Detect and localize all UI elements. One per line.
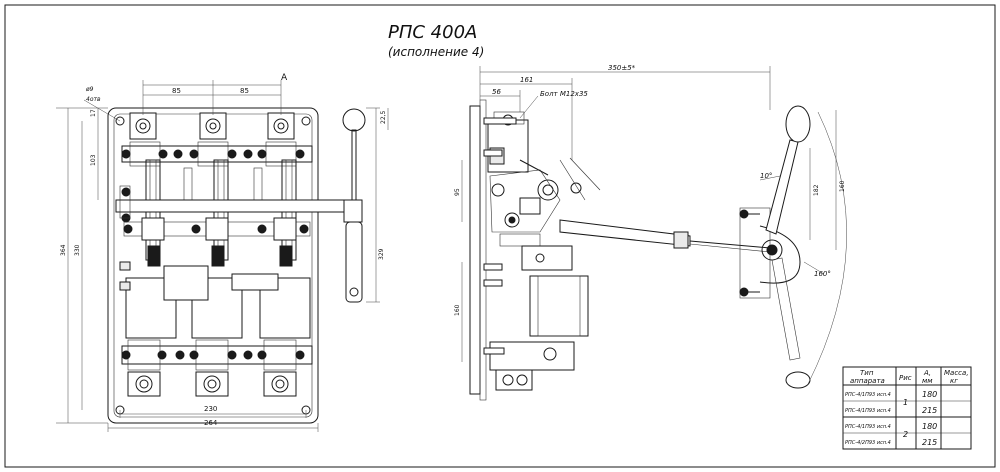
- dim-22-5: 22,5: [380, 110, 387, 124]
- dim-350: 350±5*: [608, 64, 636, 72]
- side-view: 350±5* 161 56 Болт М12х35 95 160 10° 182…: [454, 64, 847, 401]
- table-header-type-1: Тип: [860, 369, 874, 377]
- dim-17: 17: [90, 109, 97, 117]
- table-header-mass-1: Масса,: [944, 369, 969, 377]
- drawing-subtitle: (исполнение 4): [388, 45, 484, 59]
- lower-contact-block: [521, 245, 573, 271]
- dim-160-right: 160: [839, 180, 846, 192]
- dim-264: 264: [204, 419, 218, 427]
- top-terminals: [129, 112, 295, 140]
- table-row-type: РПС-4/1П93 исп.4: [845, 424, 891, 430]
- front-dimensions: [56, 80, 389, 432]
- dim-85-right: 85: [240, 87, 249, 95]
- middle-contacts: [119, 217, 311, 271]
- table-header-fig: Рис: [899, 374, 912, 382]
- mount-hole: [115, 116, 125, 126]
- table-row-a: 215: [922, 438, 937, 447]
- side-mechanism: [489, 157, 601, 247]
- table-fig-group-1: 1: [903, 398, 908, 407]
- side-fuse: [529, 275, 589, 337]
- table-row-type: РПС-4/2П93 исп.4: [845, 440, 891, 446]
- table-header-type-2: аппарата: [850, 377, 885, 385]
- table-row-type: РПС-4/1П93 исп.4: [845, 392, 891, 398]
- dim-330: 330: [74, 244, 81, 256]
- dim-A-label: А: [281, 73, 288, 83]
- table-header-a-1: А,: [923, 369, 931, 377]
- dim-160deg: 160°: [814, 270, 831, 278]
- table-header-a-2: мм: [922, 377, 933, 385]
- table-row-type: РПС-4/1П93 исп.4: [845, 408, 891, 414]
- dim-d9: ø9: [85, 86, 94, 93]
- drive-shaft: [115, 185, 362, 223]
- bolt-label: Болт М12х35: [540, 90, 588, 98]
- side-dimensions: [461, 66, 837, 362]
- bottom-terminals: [127, 371, 297, 397]
- dim-182: 182: [813, 184, 820, 196]
- mount-hole: [301, 116, 311, 126]
- front-view: А 85 85 ø9 4отв 17 103 364 330 22,5 329 …: [56, 73, 389, 432]
- handle-mechanism: [739, 105, 847, 389]
- table-row-a: 180: [922, 422, 937, 431]
- side-bolts: [483, 117, 517, 355]
- sheet-frame: [4, 4, 996, 468]
- drawing-title: РПС 400А: [388, 22, 477, 43]
- spec-table: Тип аппарата Рис А, мм Масса, кг РПС-4/1…: [842, 366, 972, 450]
- dim-holes: 4отв: [86, 96, 101, 103]
- table-row-a: 215: [922, 406, 937, 415]
- dim-10deg: 10°: [760, 172, 772, 180]
- dim-103: 103: [90, 154, 97, 166]
- dim-95: 95: [454, 188, 461, 196]
- table-header-mass-2: кг: [950, 377, 958, 385]
- fuse-cartridges: [119, 265, 311, 339]
- dim-160-left: 160: [454, 304, 461, 316]
- dim-85-left: 85: [172, 87, 181, 95]
- dim-329: 329: [378, 248, 385, 260]
- side-base-plate: [469, 105, 481, 395]
- front-handle: [342, 108, 366, 303]
- dim-161: 161: [520, 76, 533, 84]
- lower-insulator: [489, 341, 575, 371]
- lower-contact-rails: [121, 339, 313, 371]
- dim-230: 230: [204, 405, 217, 413]
- drive-rod: [559, 219, 771, 253]
- dim-56: 56: [492, 88, 501, 96]
- table-fig-group-2: 2: [903, 430, 908, 439]
- upper-contact-rails: [121, 141, 313, 167]
- dim-364: 364: [60, 244, 67, 256]
- table-row-a: 180: [922, 390, 937, 399]
